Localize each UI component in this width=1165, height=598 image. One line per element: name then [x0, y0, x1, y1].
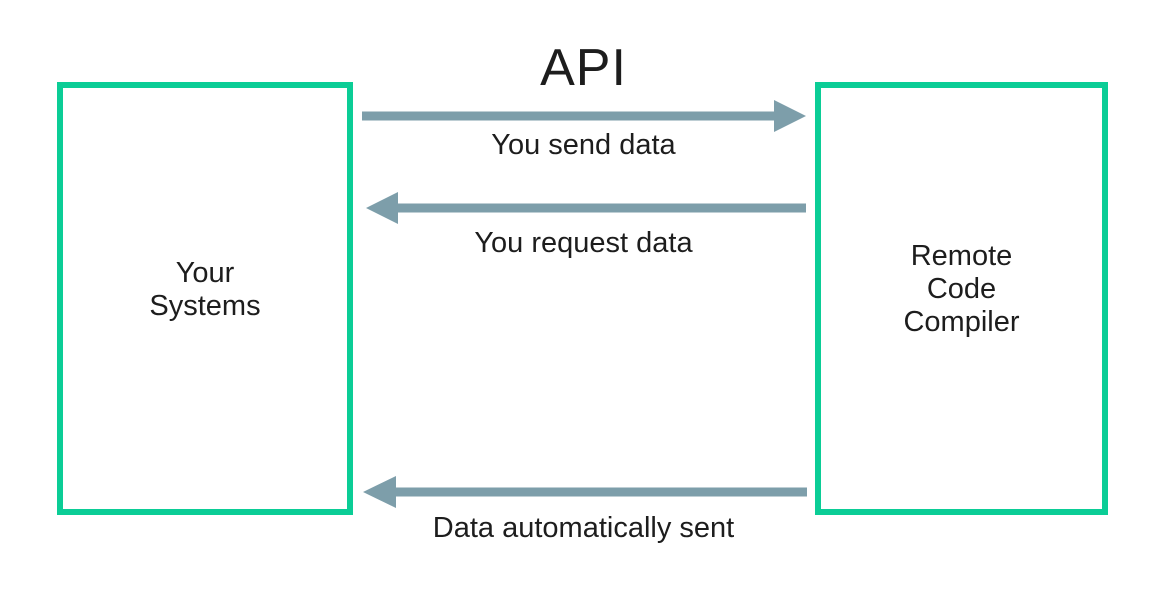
- box-label-line: Remote: [910, 240, 1013, 272]
- left-arrowhead-icon: [363, 476, 396, 508]
- box-label-line: Compiler: [903, 306, 1020, 338]
- request-data-label: You request data: [474, 227, 693, 259]
- send-data-label: You send data: [491, 129, 676, 161]
- your-systems-label: Your Systems: [149, 257, 260, 323]
- your-systems-box: Your Systems: [57, 82, 353, 515]
- auto-send-label: Data automatically sent: [432, 512, 735, 544]
- right-arrowhead-icon: [774, 100, 806, 132]
- box-label-line: Code: [926, 273, 997, 305]
- box-label-line: Systems: [149, 289, 261, 322]
- remote-code-compiler-box: Remote Code Compiler: [815, 82, 1108, 515]
- auto-send-arrow: [363, 476, 807, 508]
- remote-code-compiler-label: Remote Code Compiler: [903, 240, 1019, 339]
- left-arrowhead-icon: [366, 192, 398, 224]
- request-data-arrow: [366, 192, 806, 224]
- box-label-line: Your: [175, 256, 235, 289]
- send-data-arrow: [362, 100, 806, 132]
- diagram-title: API: [540, 39, 627, 97]
